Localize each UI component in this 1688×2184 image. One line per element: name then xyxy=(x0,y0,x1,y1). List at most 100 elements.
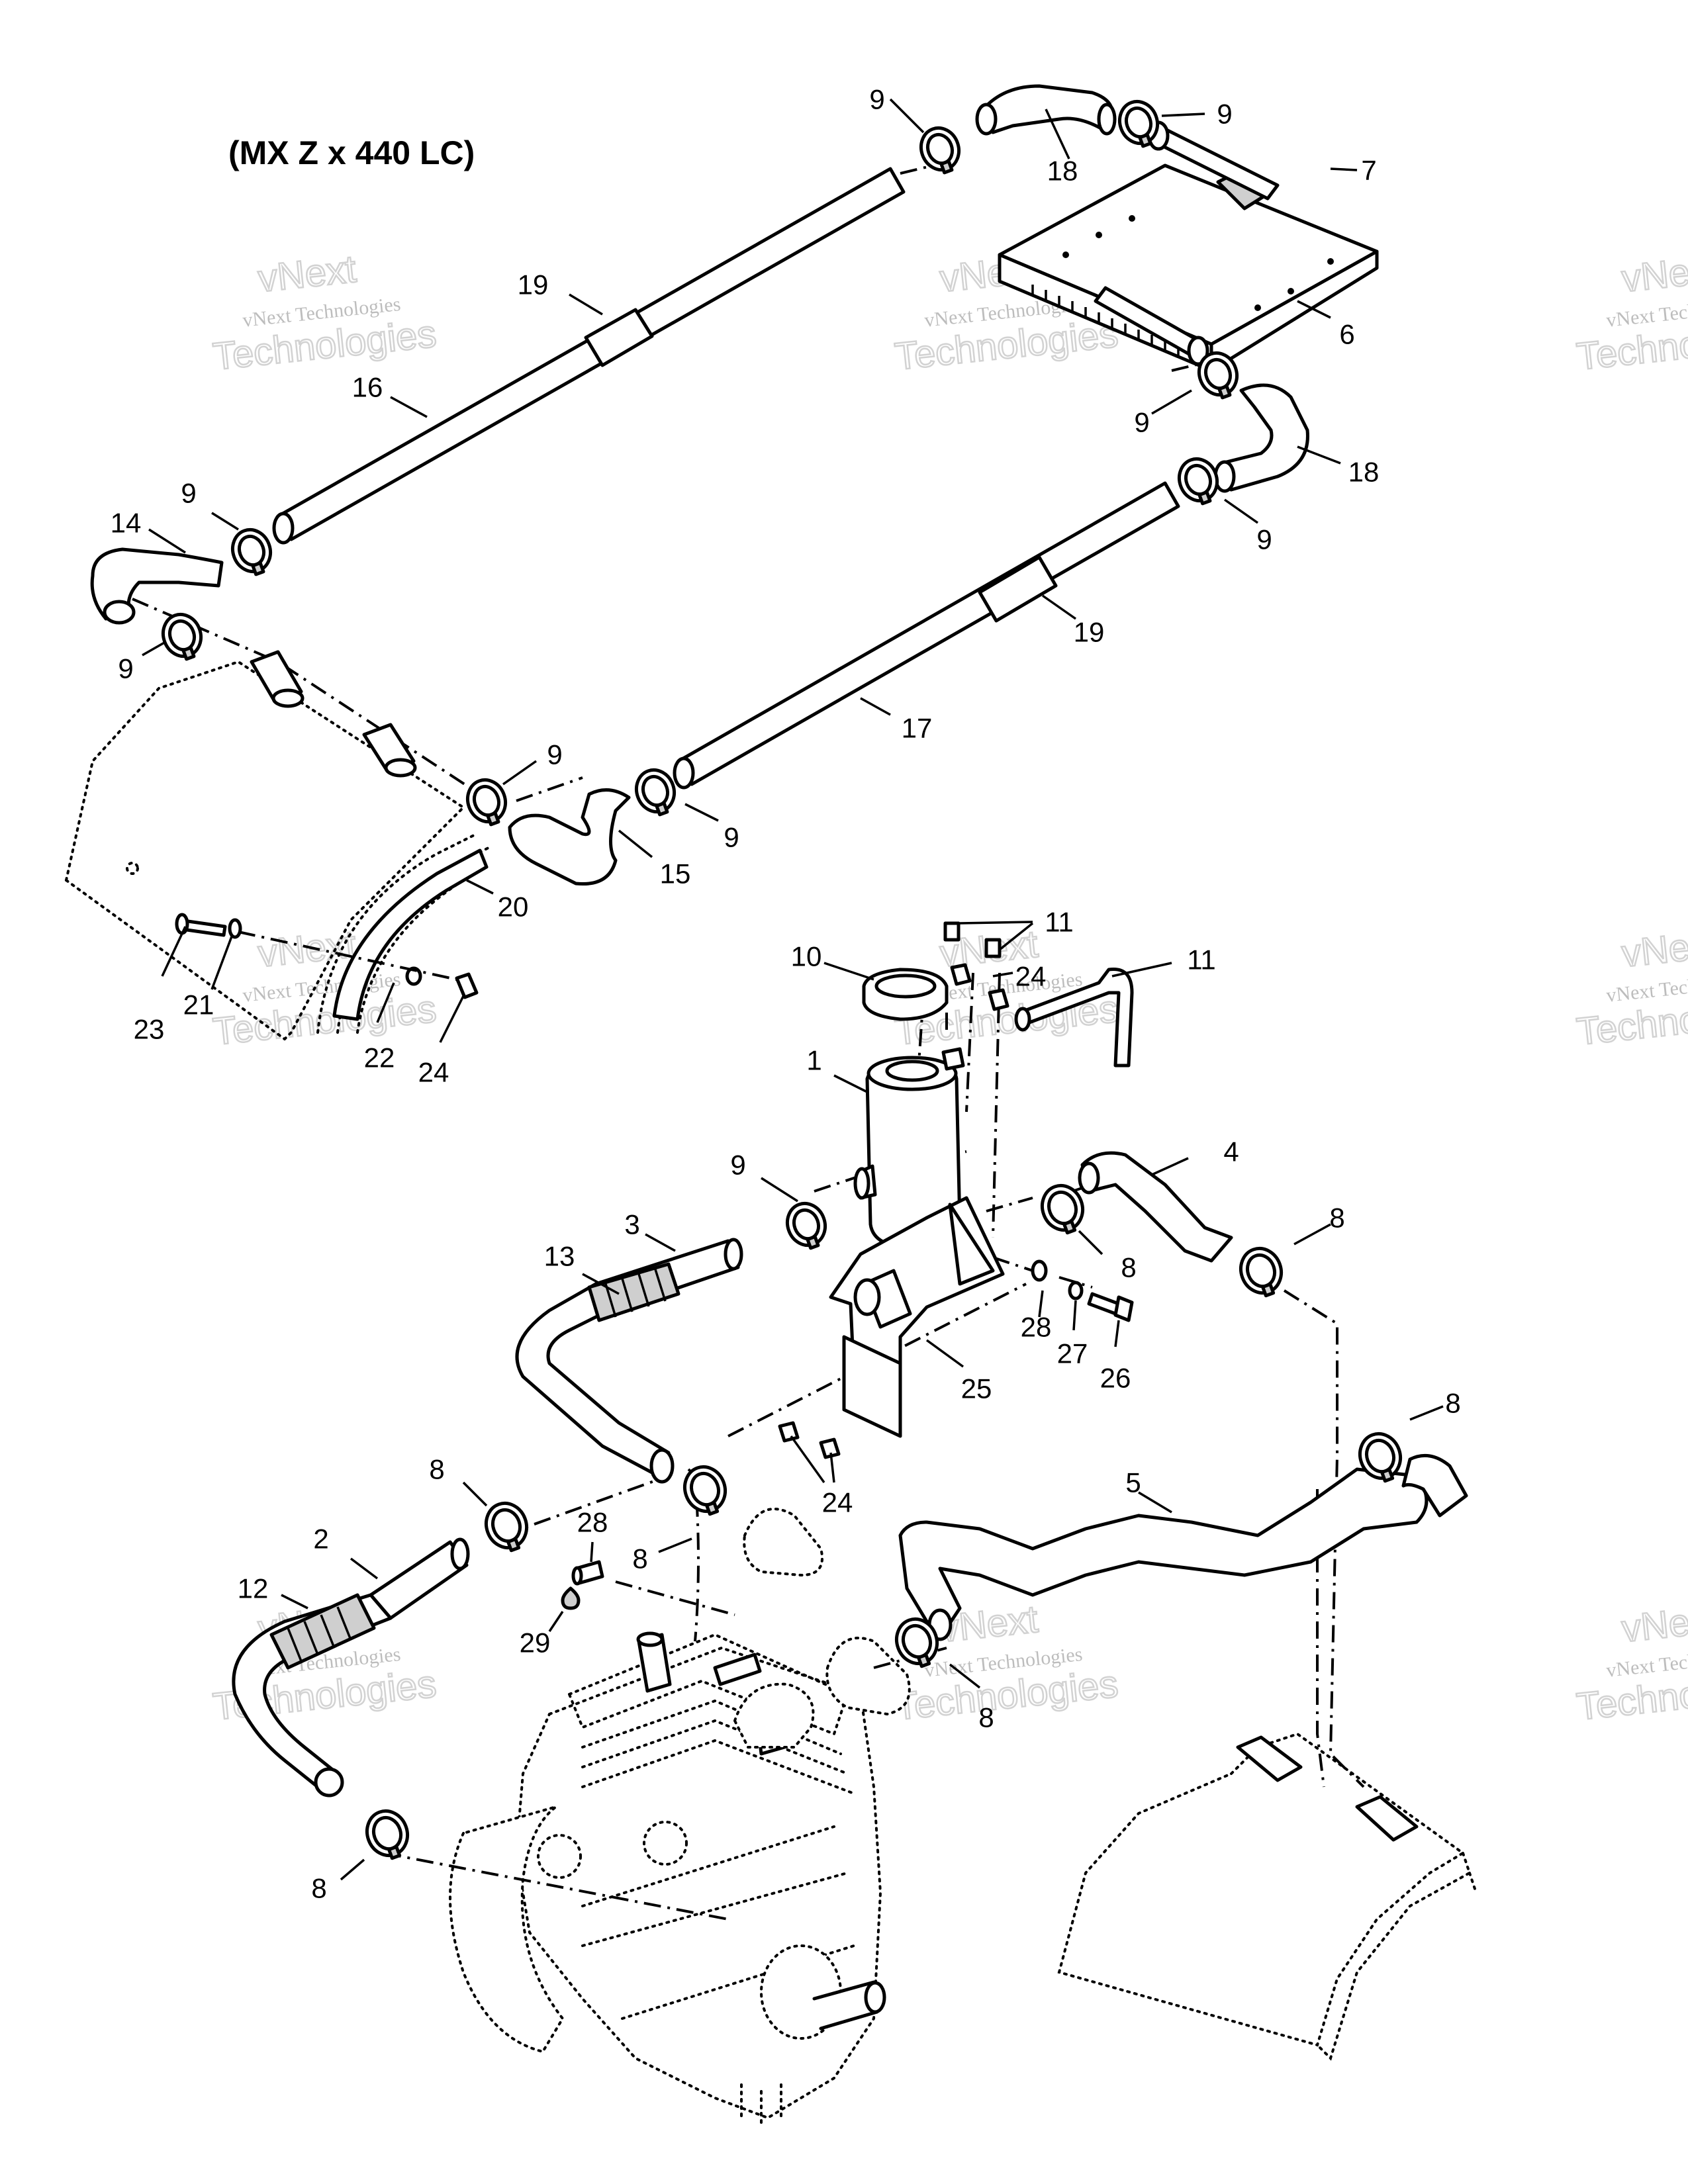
washer-21 xyxy=(228,918,242,939)
callout-8: 8 xyxy=(429,1454,444,1485)
callout-26: 26 xyxy=(1100,1363,1131,1394)
clamp-8 xyxy=(365,1809,409,1860)
heat-exchanger-rivet xyxy=(1129,215,1135,222)
clamp-9 xyxy=(1178,457,1219,506)
hose-elbow-18-upper-end xyxy=(975,103,998,136)
sleeve-13-ribs xyxy=(604,1269,667,1318)
reservoir-top-nipple xyxy=(941,1047,965,1071)
clamp-8 xyxy=(485,1501,528,1553)
engine-port-left xyxy=(537,1834,582,1879)
callout-11: 11 xyxy=(1187,944,1216,976)
callout-9: 9 xyxy=(869,84,884,115)
engine-head-top xyxy=(567,1633,849,1736)
hose-2-end xyxy=(450,1537,470,1570)
watermark-line-1: vNext xyxy=(1620,923,1688,976)
callout-9: 9 xyxy=(1134,407,1149,438)
gasket-lower xyxy=(825,1637,911,1716)
callout-3: 3 xyxy=(624,1209,639,1240)
callout-19: 19 xyxy=(518,269,549,300)
heat-exchanger-rivet xyxy=(1062,251,1069,258)
engine-flywheel-housing xyxy=(449,1805,565,2054)
engine-bottom-feet xyxy=(740,2083,782,2126)
sealant-29 xyxy=(561,1586,581,1610)
tube-17-end xyxy=(673,756,695,790)
gasket-upper xyxy=(743,1508,823,1577)
callout-21: 21 xyxy=(183,989,214,1021)
washer-28 xyxy=(1031,1259,1048,1282)
sleeve-19-lower xyxy=(978,555,1058,623)
reservoir-side-inlet-end xyxy=(853,1167,870,1200)
temperature-sensor-28-end xyxy=(571,1566,583,1586)
hose-elbow-18-upper xyxy=(984,84,1114,134)
watermark-line-1: vNext xyxy=(256,248,358,300)
hose-3-lower-end xyxy=(649,1448,675,1484)
hose-elbow-18-lower xyxy=(1219,383,1309,492)
watermark: vNext vNext Technologies Technologies xyxy=(1573,922,1688,1054)
callout-12: 12 xyxy=(238,1573,269,1604)
callout-24: 24 xyxy=(822,1487,853,1518)
callout-9: 9 xyxy=(118,653,133,684)
sleeve-12-ribs xyxy=(287,1606,352,1662)
overflow-hose-11 xyxy=(1017,967,1134,1068)
callout-8: 8 xyxy=(1445,1388,1460,1419)
heat-exchanger-rivet xyxy=(1327,258,1334,265)
callout-14: 14 xyxy=(111,508,142,539)
hose-2-lower-end xyxy=(314,1767,344,1797)
heat-exchanger-rivet xyxy=(1096,232,1102,238)
callout-29: 29 xyxy=(520,1627,551,1659)
right-tunnel-panel xyxy=(1057,1732,1466,2047)
tube-16-end xyxy=(272,512,295,545)
watermark: vNext vNext Technologies Technologies xyxy=(1573,1597,1688,1729)
hose-2-lower xyxy=(232,1593,393,1789)
callout-18: 18 xyxy=(1348,457,1380,488)
washer-22 xyxy=(405,966,422,986)
engine-port-right xyxy=(643,1821,688,1866)
thermostat-housing-outline xyxy=(733,1682,815,1749)
tunnel-fitting-end xyxy=(384,758,417,778)
clamp-9 xyxy=(1197,351,1239,400)
clamp-9 xyxy=(635,768,676,817)
protector-strip-20 xyxy=(332,848,489,1021)
clamp-8 xyxy=(683,1465,727,1516)
spacer-11-left xyxy=(943,921,961,942)
watermark: vNext vNext Technologies Technologies xyxy=(1573,247,1688,379)
callout-22: 22 xyxy=(364,1042,395,1073)
callout-6: 6 xyxy=(1339,319,1354,350)
clamps xyxy=(162,99,1402,1860)
callout-9: 9 xyxy=(1256,524,1272,555)
callout-9: 9 xyxy=(730,1150,745,1181)
callout-28: 28 xyxy=(577,1507,608,1538)
heat-exchanger-rivet xyxy=(1254,304,1261,311)
callout-8: 8 xyxy=(978,1702,994,1733)
callout-15: 15 xyxy=(660,858,691,889)
context-outlines xyxy=(65,660,1477,2126)
callout-17: 17 xyxy=(902,713,933,744)
heat-exchanger xyxy=(998,120,1379,373)
engine-block xyxy=(514,1646,882,2120)
callout-8: 8 xyxy=(632,1543,647,1574)
engine xyxy=(449,1631,886,2126)
callout-5: 5 xyxy=(1125,1467,1141,1498)
clamp-9 xyxy=(919,126,961,175)
coolant-reservoir xyxy=(829,1047,1005,1438)
right-tunnel-edge xyxy=(1316,1852,1477,2061)
callout-9: 9 xyxy=(181,478,196,509)
callout-labels: 9 18 9 7 6 9 18 9 19 16 9 14 9 19 17 9 9… xyxy=(111,84,1461,1904)
heat-exchanger-fins xyxy=(1031,285,1193,362)
watermark-line-1: vNext xyxy=(1620,1598,1688,1651)
callout-8: 8 xyxy=(311,1873,326,1904)
engine-crankcase-lines xyxy=(581,1825,855,2020)
hose-4 xyxy=(1080,1151,1233,1263)
callout-2: 2 xyxy=(313,1524,328,1555)
hose-elbow-18-upper-end xyxy=(1097,103,1117,136)
callout-18: 18 xyxy=(1047,156,1078,187)
hose-elbow-14-end xyxy=(103,600,136,625)
nut-24-top-right xyxy=(988,988,1009,1011)
callout-9: 9 xyxy=(547,739,562,770)
washer-27 xyxy=(1068,1281,1084,1300)
clamp-9 xyxy=(162,612,203,661)
left-panel-bottom xyxy=(65,879,286,1040)
callout-9: 9 xyxy=(724,822,739,853)
nut-24-bracket xyxy=(778,1421,800,1443)
engine-head-fins xyxy=(581,1699,855,1795)
